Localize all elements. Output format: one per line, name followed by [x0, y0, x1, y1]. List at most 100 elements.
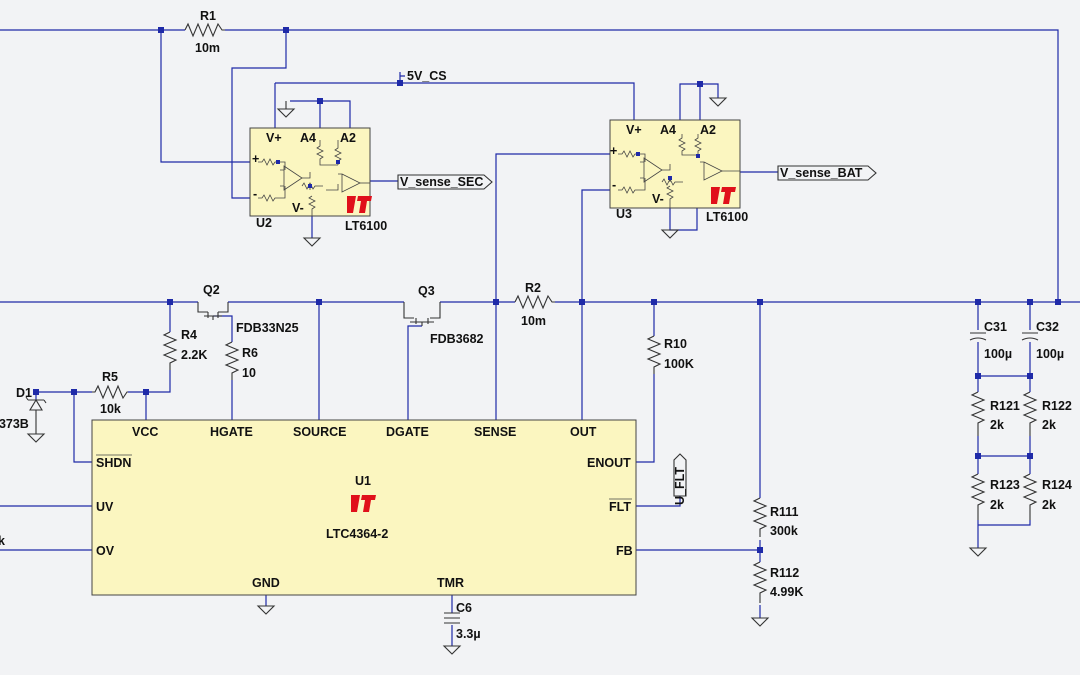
u1-pin-vcc: VCC	[132, 425, 158, 439]
u3-pin-a4: A4	[660, 123, 676, 137]
c31-value: 100µ	[984, 347, 1012, 361]
r124-value: 2k	[1042, 498, 1056, 512]
q3-value: FDB3682	[430, 332, 484, 346]
u3-pin-minus: -	[612, 178, 616, 192]
net-label-u-flt: U_FLT	[673, 467, 687, 505]
u2-pin-plus: +	[252, 152, 259, 166]
r2-resistor[interactable]: R2 10m	[514, 281, 555, 328]
r5-value: 10k	[100, 402, 121, 416]
u1-pin-uv: UV	[96, 500, 114, 514]
r112-value: 4.99K	[770, 585, 803, 599]
u2-amplifier[interactable]: V+ A4 A2 + - V- U2 LT6100	[249, 101, 387, 247]
u3-internal-circuit	[618, 134, 740, 208]
r122-ref: R122	[1042, 399, 1072, 413]
u1-pin-hgate: HGATE	[210, 425, 253, 439]
r5-resistor[interactable]: R5 10k	[92, 370, 128, 416]
r4-value: 2.2K	[181, 348, 207, 362]
u2-ref: U2	[256, 216, 272, 230]
q2-value: FDB33N25	[236, 321, 299, 335]
c31-ref: C31	[984, 320, 1007, 334]
r123-resistor[interactable]: R123 2k	[970, 473, 1020, 520]
u2-pin-vplus: V+	[266, 131, 282, 145]
r112-ground-symbol	[750, 617, 770, 627]
u2-internal-circuit	[258, 140, 370, 216]
u3-pin-a2: A2	[700, 123, 716, 137]
u1-pin-enout: ENOUT	[587, 456, 631, 470]
r121-ref: R121	[990, 399, 1020, 413]
u1-ground-symbol	[256, 605, 276, 615]
u3-vminus-ground	[660, 229, 680, 239]
q2-ref: Q2	[203, 283, 220, 297]
r111-ref: R111	[770, 505, 799, 519]
u2-pin-a2: A2	[340, 131, 356, 145]
u1-pin-dgate: DGATE	[386, 425, 429, 439]
r124-resistor[interactable]: R124 2k	[1022, 473, 1072, 520]
r122-resistor[interactable]: R122 2k	[1022, 391, 1072, 436]
r6-ref: R6	[242, 346, 258, 360]
c32-capacitor[interactable]: C32 100µ	[1021, 320, 1064, 361]
u1-pin-tmr: TMR	[437, 576, 464, 590]
u2-value: LT6100	[345, 219, 387, 233]
c6-ground-symbol	[442, 645, 462, 655]
u2-pin-a4: A4	[300, 131, 316, 145]
r10-resistor[interactable]: R10 100K	[646, 335, 694, 374]
r10-value: 100K	[664, 357, 694, 371]
r5-ref: R5	[102, 370, 118, 384]
d1-value: 3373B	[0, 417, 29, 431]
d1-zener-diode[interactable]: D1 3373B	[0, 386, 47, 443]
r123-value: 2k	[990, 498, 1004, 512]
c6-value: 3.3µ	[456, 627, 481, 641]
r6-value: 10	[242, 366, 256, 380]
left-edge-label: k	[0, 534, 5, 548]
c32-ref: C32	[1036, 320, 1059, 334]
r1-value: 10m	[195, 41, 220, 55]
u3-amplifier[interactable]: V+ A4 A2 + - V- U3 LT6100	[609, 97, 748, 239]
u3-pin-plus: +	[610, 144, 617, 158]
u1-controller[interactable]: VCC HGATE SOURCE DGATE SENSE OUT SHDN EN…	[91, 419, 637, 596]
u2-pin-vminus: V-	[292, 201, 304, 215]
c6-capacitor[interactable]: C6 3.3µ	[442, 601, 481, 655]
r1-ref: R1	[200, 9, 216, 23]
r122-value: 2k	[1042, 418, 1056, 432]
r121-value: 2k	[990, 418, 1004, 432]
net-flag-v-sense-sec[interactable]: V_sense_SEC	[397, 174, 493, 190]
d1-ground-symbol	[26, 433, 46, 443]
c31-capacitor[interactable]: C31 100µ	[969, 320, 1012, 361]
r112-resistor[interactable]: R112 4.99K	[750, 561, 803, 627]
u2-pin-minus: -	[253, 187, 257, 201]
r1-resistor[interactable]: R1 10m	[184, 9, 225, 55]
r6-resistor[interactable]: R6 10	[224, 341, 258, 380]
u1-pin-gnd: GND	[252, 576, 280, 590]
r111-value: 300k	[770, 524, 798, 538]
u3-pin-vplus: V+	[626, 123, 642, 137]
u1-value: LTC4364-2	[326, 527, 388, 541]
u3-ref: U3	[616, 207, 632, 221]
r121-resistor[interactable]: R121 2k	[970, 391, 1020, 436]
r123-ref: R123	[990, 478, 1020, 492]
u2-lt-logo	[347, 196, 372, 213]
net-flag-v-sense-bat[interactable]: V_sense_BAT	[777, 165, 877, 181]
u1-pin-source: SOURCE	[293, 425, 346, 439]
u1-ref: U1	[355, 474, 371, 488]
d1-ref: D1	[16, 386, 32, 400]
u1-pin-flt: FLT	[609, 500, 631, 514]
r10-ref: R10	[664, 337, 687, 351]
c6-ref: C6	[456, 601, 472, 615]
c32-value: 100µ	[1036, 347, 1064, 361]
r124-ref: R124	[1042, 478, 1072, 492]
junctions	[33, 27, 1061, 553]
u3-lt-logo	[711, 187, 736, 204]
r4-resistor[interactable]: R4 2.2K	[162, 328, 207, 370]
u2-ground-symbol	[276, 101, 296, 118]
u3-pin-vminus: V-	[652, 192, 664, 206]
q3-mosfet[interactable]: Q3 FDB3682	[403, 284, 484, 346]
r4-ref: R4	[181, 328, 197, 342]
r111-resistor[interactable]: R111 300k	[752, 497, 799, 538]
q3-ref: Q3	[418, 284, 435, 298]
u3-ground-symbol	[708, 97, 728, 107]
u1-pin-shdn: SHDN	[96, 456, 131, 470]
q2-mosfet[interactable]: Q2 FDB33N25	[197, 283, 299, 335]
net-flag-u-flt[interactable]: U_FLT	[673, 453, 687, 505]
u1-pin-fb: FB	[616, 544, 633, 558]
r2-value: 10m	[521, 314, 546, 328]
